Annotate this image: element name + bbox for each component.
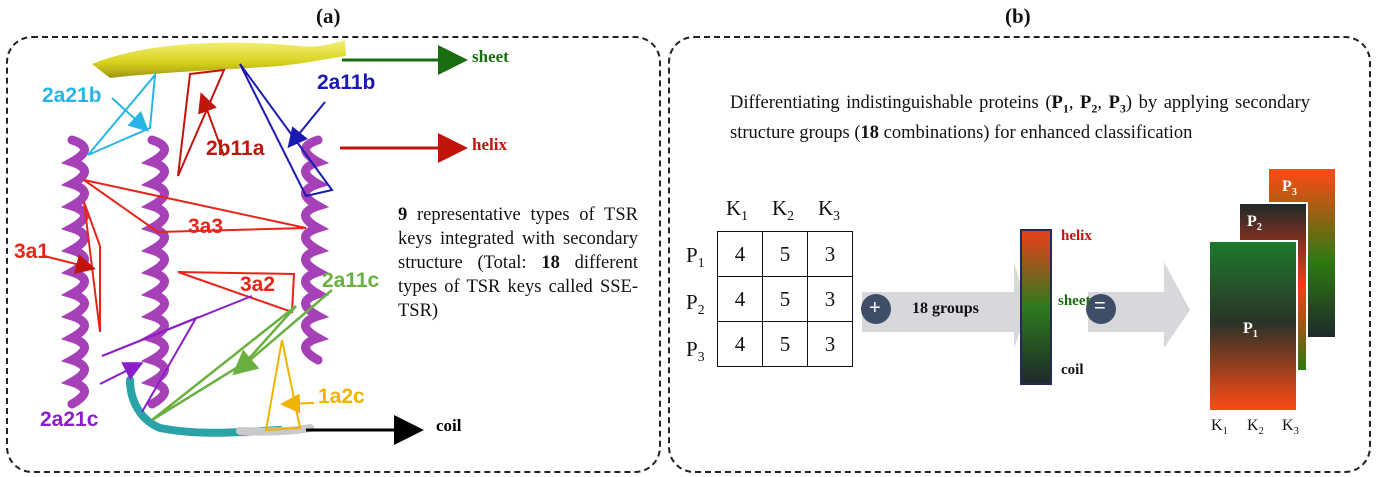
equals-symbol: = xyxy=(1094,295,1106,317)
groups-arrow xyxy=(862,262,1028,348)
panel-a-frame xyxy=(6,36,661,473)
matrix-cell: 5 xyxy=(762,321,808,367)
key-2b11a-lines xyxy=(177,68,226,177)
label-2b11a: 2b11a xyxy=(206,137,265,160)
label-3a2: 3a2 xyxy=(240,273,276,296)
matrix-cell: 5 xyxy=(762,231,808,277)
helix-ribbons xyxy=(60,135,330,409)
matrix-row: 4 5 3 xyxy=(717,231,853,277)
matrix-cell: 3 xyxy=(807,231,853,277)
matrix-cell: 4 xyxy=(717,276,763,322)
key-2a11c-lines xyxy=(151,289,333,422)
key-2a21b-lines xyxy=(87,71,157,156)
card-axis-label: K3 xyxy=(1282,417,1299,438)
key-1a2c-lines xyxy=(264,339,315,432)
matrix-row-label: P3 xyxy=(686,337,705,365)
panel-a-description: 9 representative types of TSR keys integ… xyxy=(398,205,638,321)
beta-sheet-ribbon xyxy=(92,40,346,78)
label-coil: coil xyxy=(436,416,462,435)
matrix-col-label: K2 xyxy=(772,196,794,224)
panel-b-title: (b) xyxy=(1005,4,1031,28)
matrix-row: 4 5 3 xyxy=(717,321,853,367)
colorbar-label-coil: coil xyxy=(1061,362,1084,378)
label-3a1: 3a1 xyxy=(14,240,50,263)
protein-card-p1 xyxy=(1208,240,1298,412)
matrix-cell: 3 xyxy=(807,276,853,322)
matrix-cell: 4 xyxy=(717,321,763,367)
equals-circle xyxy=(1086,294,1116,324)
label-2a21c: 2a21c xyxy=(40,408,99,431)
plus-symbol: + xyxy=(869,297,881,319)
key-3a2-lines xyxy=(177,271,296,314)
card-label-p3: P3 xyxy=(1282,178,1297,199)
panel-a-title: (a) xyxy=(316,4,341,28)
key-count-matrix: 4 5 3 4 5 3 4 5 3 xyxy=(717,231,853,367)
panel-b-frame xyxy=(668,36,1371,473)
groups-label: 18 groups xyxy=(912,300,979,317)
label-1a2c: 1a2c xyxy=(318,385,365,408)
coil-tail xyxy=(126,376,314,437)
matrix-cell: 4 xyxy=(717,231,763,277)
card-axis-label: K2 xyxy=(1247,417,1264,438)
colorbar-label-helix: helix xyxy=(1061,228,1092,244)
label-helix: helix xyxy=(472,135,507,154)
label-2a11b: 2a11b xyxy=(317,71,376,94)
panel-b-description: Differentiating indistinguishable protei… xyxy=(730,93,1311,143)
matrix-col-label: K3 xyxy=(818,196,840,224)
plus-circle xyxy=(861,294,891,324)
key-3a1-lines xyxy=(43,201,101,333)
matrix-row-label: P1 xyxy=(686,243,705,271)
label-2a11c: 2a11c xyxy=(322,269,380,292)
key-2a11b-lines xyxy=(239,63,334,198)
matrix-cell: 3 xyxy=(807,321,853,367)
equals-arrow xyxy=(1088,262,1190,348)
label-sheet: sheet xyxy=(472,47,509,66)
label-3a3: 3a3 xyxy=(188,215,224,238)
matrix-row: 4 5 3 xyxy=(717,276,853,322)
matrix-col-label: K1 xyxy=(726,196,748,224)
matrix-row-label: P2 xyxy=(686,290,705,318)
card-label-p1: P1 xyxy=(1243,320,1258,341)
card-label-p2: P2 xyxy=(1247,213,1262,234)
matrix-cell: 5 xyxy=(762,276,808,322)
sse-colorbar xyxy=(1020,229,1052,385)
key-3a3-lines xyxy=(83,179,307,234)
card-axis-label: K1 xyxy=(1211,417,1228,438)
colorbar-label-sheet: sheet xyxy=(1058,293,1091,309)
label-2a21b: 2a21b xyxy=(42,84,102,107)
key-2a21c-lines xyxy=(99,295,253,413)
